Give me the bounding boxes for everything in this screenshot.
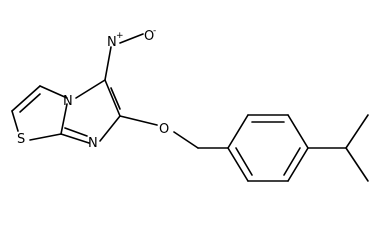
bond-c6-o — [119, 115, 158, 126]
bond-c5-c6 — [104, 79, 121, 117]
atom-label-ring-nitrogen: N — [88, 136, 98, 151]
bond-n7-c7a-double — [64, 127, 88, 137]
atom-label-nitro-nitrogen: N — [107, 35, 117, 50]
bond-c5-nbridge — [75, 79, 106, 99]
bond-o-ch2 — [173, 131, 199, 149]
bond-ar1-ar2 — [227, 114, 249, 149]
bond-ar3-ar4 — [287, 114, 309, 149]
atom-labels: O - N + N N S O — [17, 26, 169, 151]
bond-c5-c6-double — [110, 87, 121, 110]
bond-s-c7a — [29, 133, 62, 141]
bond-c3-c2 — [11, 85, 41, 112]
atom-label-bridge-nitrogen: N — [63, 94, 73, 109]
bond-nbridge-c3 — [39, 85, 68, 99]
atom-label-sulfur: S — [17, 132, 25, 147]
bond-c3-c2-double — [19, 93, 41, 113]
bond-ar6-ar1-double — [235, 147, 253, 176]
bond-nitro-c5 — [104, 46, 112, 81]
bond-ch-me2 — [345, 147, 369, 182]
bond-c2-s — [11, 110, 19, 132]
charge-nitro-plus: + — [116, 31, 124, 41]
bond-ch-me1 — [345, 114, 369, 149]
structure-canvas: O - N + N N S O — [11, 26, 369, 182]
bond-ar4-ar5-double — [283, 147, 301, 176]
bond-n-oxide — [119, 33, 144, 44]
bond-c7a-nbridge — [60, 103, 68, 135]
atom-label-ether-oxygen: O — [159, 122, 169, 137]
charge-oxide-minus: - — [153, 26, 156, 36]
bond-lines — [11, 33, 369, 182]
bond-ar4-ar5 — [287, 147, 309, 182]
bond-n7-c7a — [60, 133, 90, 144]
bond-ar6-ar1 — [227, 147, 249, 182]
atom-label-oxide-oxygen: O — [144, 29, 154, 44]
molecule-drawing: O - N + N N S O — [11, 26, 369, 182]
bond-c6-n7 — [99, 115, 121, 142]
